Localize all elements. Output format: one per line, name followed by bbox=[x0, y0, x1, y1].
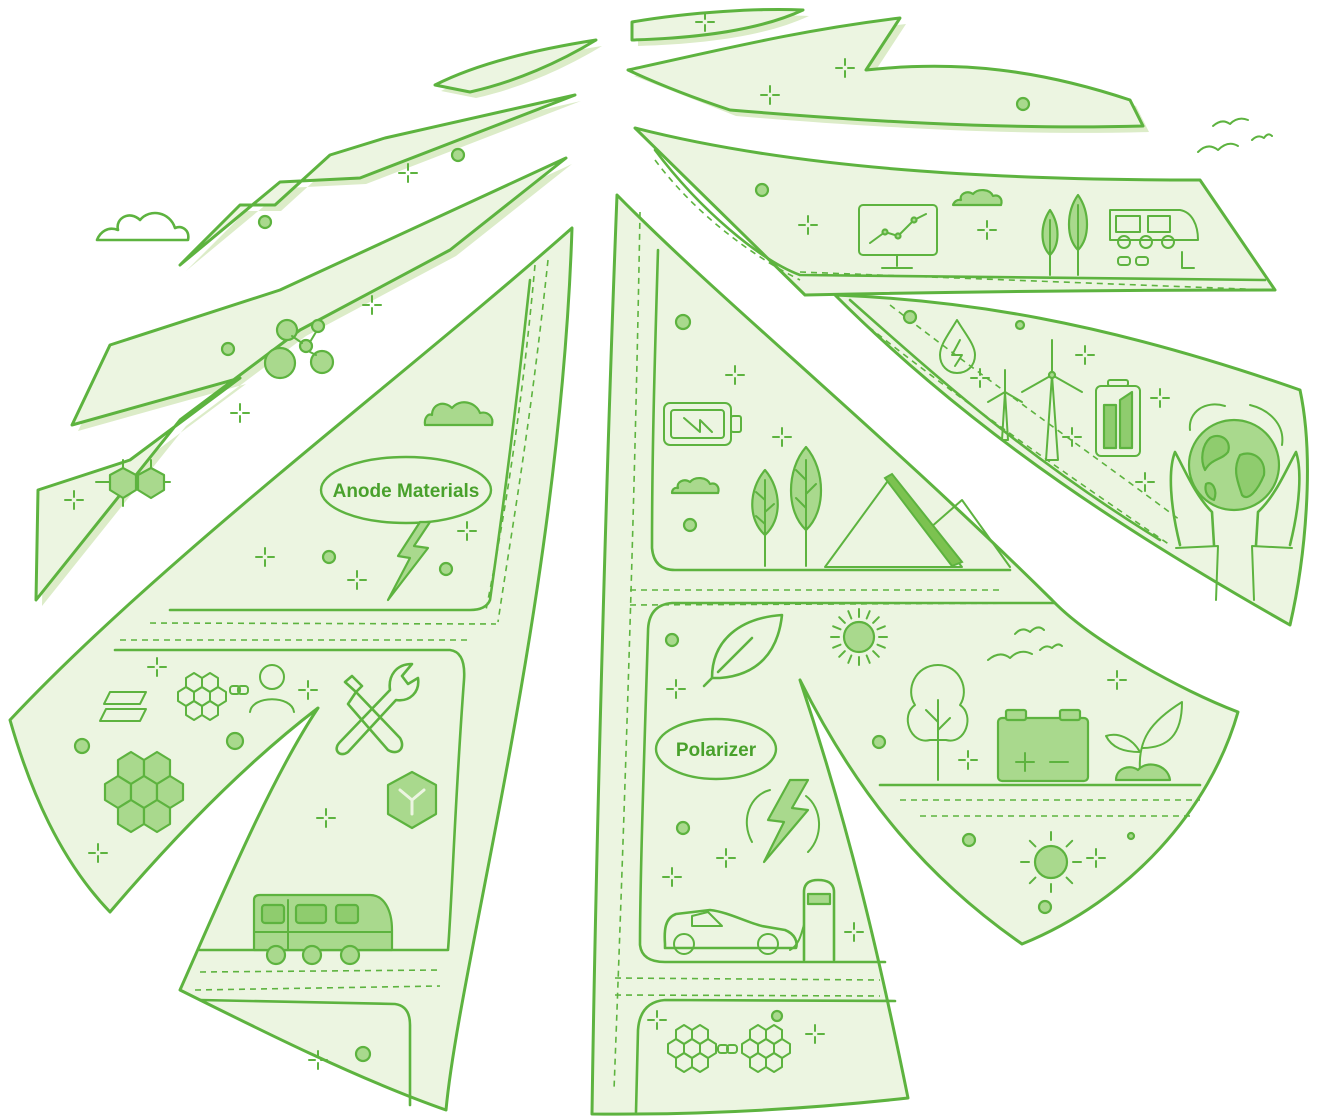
car-battery-icon bbox=[996, 708, 1090, 783]
sun-ray bbox=[872, 616, 880, 624]
solar-panel-stack-icon bbox=[99, 691, 147, 722]
sparkle-icon bbox=[457, 521, 477, 541]
molecule-icon bbox=[263, 318, 335, 380]
leaf-icon bbox=[702, 613, 784, 688]
graphene-hexagon-icon bbox=[103, 750, 185, 834]
sun-ray bbox=[872, 650, 880, 658]
graphene-chain-bottom-icon bbox=[667, 1024, 791, 1073]
sparkle-icon bbox=[230, 403, 250, 423]
sparkle-icon bbox=[760, 85, 780, 105]
tree-round-icon bbox=[906, 664, 969, 781]
sparkle-icon bbox=[725, 365, 745, 385]
sparkle-icon bbox=[362, 295, 382, 315]
sun-ray bbox=[1065, 876, 1074, 885]
sun-ray bbox=[1028, 839, 1037, 848]
battery-icon bbox=[663, 402, 742, 446]
sparkle-icon bbox=[772, 427, 792, 447]
sparkle-icon bbox=[1075, 345, 1095, 365]
sparkle-icon bbox=[398, 163, 418, 183]
blade-top-center-sliver bbox=[630, 8, 805, 42]
sparkle-icon bbox=[1107, 670, 1127, 690]
blade-top-right bbox=[626, 16, 1145, 129]
sparkle-icon bbox=[805, 1024, 825, 1044]
sprout-icon bbox=[1105, 701, 1183, 782]
sparkle-icon bbox=[958, 750, 978, 770]
tree-icon bbox=[751, 445, 823, 567]
sparkle-icon bbox=[88, 843, 108, 863]
hex-y-icon bbox=[386, 770, 438, 830]
lightning-circle-icon bbox=[745, 778, 821, 864]
sun-ray bbox=[865, 654, 871, 664]
mountain-icon bbox=[824, 472, 1011, 568]
sparkle-icon bbox=[1150, 388, 1170, 408]
sun-ray bbox=[865, 610, 871, 620]
battery-vertical-icon bbox=[1095, 379, 1141, 457]
decorative-dots bbox=[73, 96, 1136, 1063]
lightning-icon bbox=[386, 520, 432, 602]
sparkle-icon bbox=[347, 570, 367, 590]
sparkle-icon bbox=[1086, 848, 1106, 868]
sun-ray bbox=[847, 654, 853, 664]
blade-polarizer bbox=[590, 193, 1240, 1116]
sparkle-icon bbox=[716, 848, 736, 868]
sparkle-icon bbox=[798, 215, 818, 235]
sparkle-icon bbox=[977, 220, 997, 240]
sparkle-icon bbox=[1135, 472, 1155, 492]
sun-ray bbox=[1065, 839, 1074, 848]
blade-upper-left bbox=[178, 93, 577, 267]
sun-ray bbox=[832, 625, 842, 631]
sparkle-icon bbox=[316, 808, 336, 828]
sparkle-icon bbox=[255, 547, 275, 567]
tree-pair-icon bbox=[1041, 193, 1089, 276]
anode-materials-label: Anode Materials bbox=[319, 455, 493, 525]
sparkle-icons bbox=[64, 12, 1170, 1070]
sun-ray bbox=[838, 616, 846, 624]
inner-panels bbox=[113, 148, 1267, 1114]
sun-ray bbox=[876, 643, 886, 649]
dashed-roads bbox=[120, 159, 1271, 1091]
blades bbox=[8, 8, 1309, 1116]
sun-ray bbox=[838, 650, 846, 658]
sparkle-icon bbox=[835, 58, 855, 78]
sun-ray bbox=[832, 643, 842, 649]
sparkle-icon bbox=[844, 922, 864, 942]
sparkle-icon bbox=[1062, 427, 1082, 447]
cloud-icon bbox=[95, 189, 1003, 495]
sun-small-icon bbox=[1020, 831, 1082, 893]
blade-left-hexagons bbox=[34, 156, 568, 602]
sun-icon bbox=[830, 608, 888, 666]
birds-icon bbox=[987, 117, 1273, 661]
bus-small-icon bbox=[1109, 209, 1199, 269]
sparkle-icon bbox=[695, 12, 715, 32]
sun-ray bbox=[876, 625, 886, 631]
sparkle-icon bbox=[662, 867, 682, 887]
hexagon-chain-icon bbox=[95, 459, 171, 507]
sparkle-icon bbox=[647, 1010, 667, 1030]
blade-right-earth bbox=[833, 293, 1309, 627]
blade-top-left-sliver bbox=[433, 38, 598, 94]
polarizer-label: Polarizer bbox=[654, 717, 778, 781]
blade-right-upper bbox=[633, 126, 1277, 297]
sparkle-icon bbox=[308, 1050, 328, 1070]
polarizer-text: Polarizer bbox=[676, 740, 757, 761]
blade-anode-materials bbox=[8, 226, 574, 1112]
sun-ray bbox=[1028, 876, 1037, 885]
sparkle-icon bbox=[970, 368, 990, 388]
sparkle-icon bbox=[64, 490, 84, 510]
wrench-screwdriver-icon bbox=[335, 662, 420, 756]
sparkle-icon bbox=[298, 680, 318, 700]
car-charging-icon bbox=[663, 878, 836, 962]
sparkle-icon bbox=[666, 679, 686, 699]
bus-icon bbox=[252, 893, 394, 966]
anode-materials-text: Anode Materials bbox=[333, 481, 480, 502]
water-drop-icon bbox=[939, 319, 976, 374]
sparkle-icon bbox=[147, 657, 167, 677]
graphene-chain-icon bbox=[177, 664, 295, 721]
earth-hands-icon bbox=[1169, 403, 1301, 601]
sun-ray bbox=[847, 610, 853, 620]
wind-turbine-icon bbox=[987, 339, 1083, 461]
monitor-chart-icon bbox=[858, 204, 938, 269]
